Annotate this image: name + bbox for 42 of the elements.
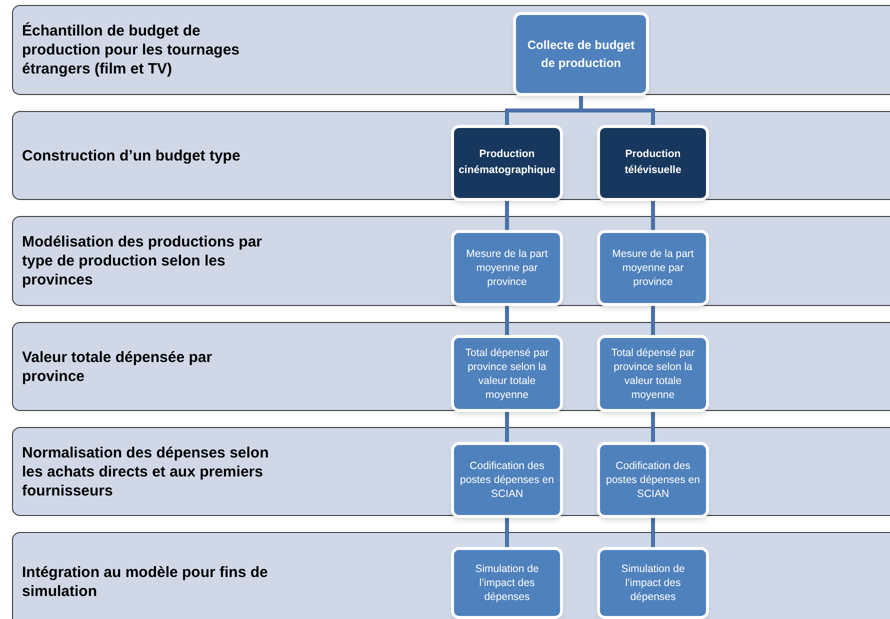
box-label: Collecte de budget de production [526,37,636,72]
stage-label: Intégration au modèle pour fins de simulation [22,563,269,601]
box-label: Simulation de l’impact des dépenses [474,562,540,604]
connector-line [651,518,655,547]
process-box [513,12,649,96]
process-box [597,442,709,518]
process-box [597,335,709,412]
stage-band [12,216,890,306]
box-label: Production télévisuelle [624,147,682,178]
box-label: Total dépensé par province selon la valeur totale moyenne [464,346,550,402]
process-box [451,335,563,412]
connector-line [651,412,655,442]
connector-line [651,201,655,230]
connector-line [651,306,655,335]
box-label: Codification des postes dépenses en SCIAN [605,459,701,501]
box-label: Mesure de la part moyenne par province [465,247,549,289]
box-label: Mesure de la part moyenne par province [611,247,695,289]
box-label: Simulation de l’impact des dépenses [620,562,686,604]
stage-label: Construction d’un budget type [22,146,242,165]
box-label: Production cinématographique [458,147,556,178]
process-box [597,125,709,201]
connector-line [505,306,509,335]
box-label: Codification des postes dépenses en SCIAN [459,459,555,501]
stage-band [12,427,890,516]
process-box [451,125,563,201]
connector-line [505,518,509,547]
stage-label: Échantillon de budget de production pour les tournages étrangers (film et TV) [22,22,241,78]
process-box [597,547,709,619]
process-box [451,547,563,619]
stage-band [12,111,890,200]
process-box [597,230,709,306]
connector-line [505,201,509,230]
stage-label: Modélisation des productions par type de production selon les provinces [22,232,264,290]
stage-label: Normalisation des dépenses selon les achats directs et aux premiers fournisseurs [22,443,270,500]
process-box [451,230,563,306]
stage-band [12,5,890,95]
connector-line [505,412,509,442]
process-box [451,442,563,518]
stage-band [12,532,890,619]
stage-label: Valeur totale dépensée par province [22,348,214,386]
stage-band [12,322,890,411]
box-label: Total dépensé par province selon la valeur totale moyenne [610,346,696,402]
